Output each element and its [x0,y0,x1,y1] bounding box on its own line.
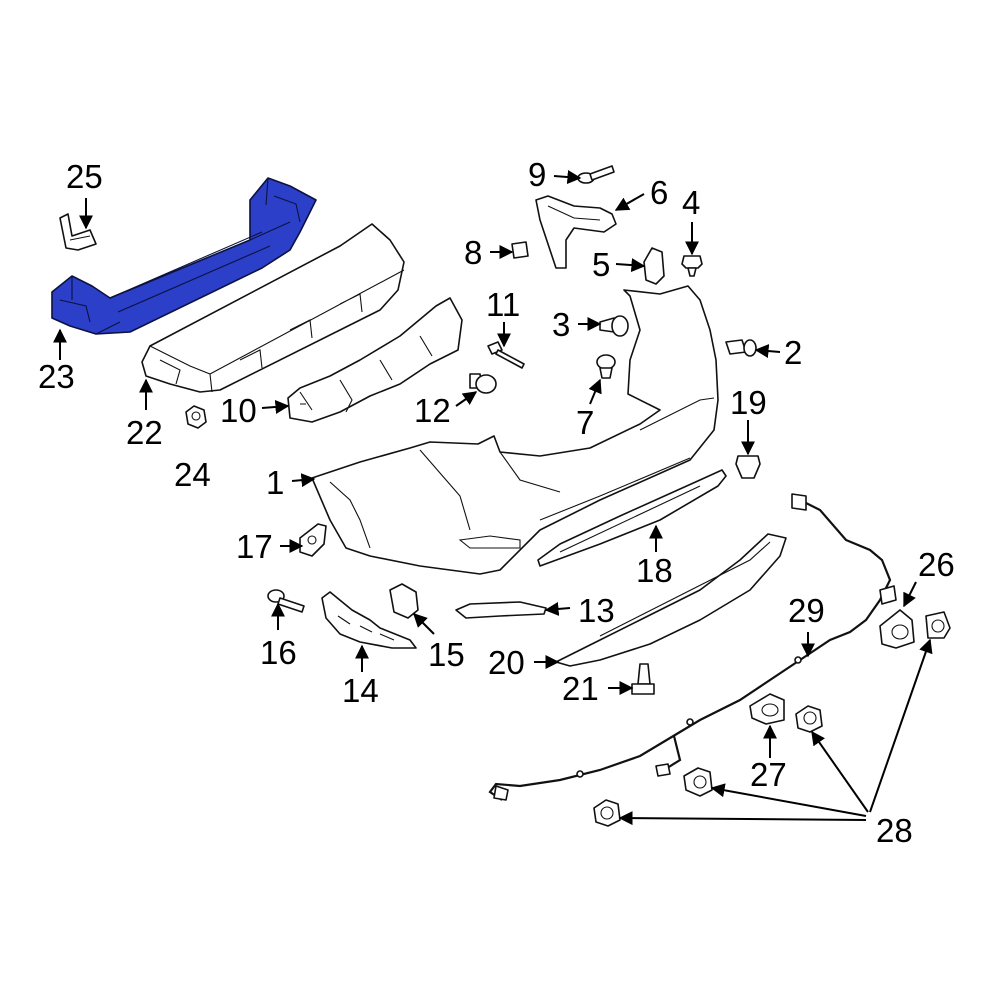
side-bracket-17[interactable] [299,523,327,557]
bumper-side-bracket[interactable] [287,297,463,423]
bolt[interactable] [267,589,305,613]
callout-8: 8 [464,234,482,271]
callout-7: 7 [576,404,594,441]
reflector[interactable] [455,601,547,619]
trim-clip[interactable] [389,583,419,619]
callout-11: 11 [486,286,520,323]
parking-sensor-mid[interactable] [795,705,823,733]
callout-26: 26 [918,546,955,583]
callout-29: 29 [788,592,825,629]
parking-sensor-lower-mid[interactable] [683,767,713,797]
screw-3[interactable] [599,315,629,337]
bolt-21[interactable] [631,663,655,695]
clip-19[interactable] [735,455,761,479]
callout-24: 24 [174,456,211,493]
screw-7[interactable] [596,354,616,379]
callout-16: 16 [260,634,297,671]
pin-2[interactable] [725,339,757,357]
bolt-9[interactable] [577,165,615,184]
upper-bracket-6[interactable] [535,195,617,269]
callout-5: 5 [592,246,610,283]
callout-21: 21 [562,670,599,707]
callout-labels: 1 2 3 4 5 6 7 8 9 10 11 12 13 14 15 16 1… [38,156,955,849]
energy-absorber[interactable] [141,223,405,393]
clip-8[interactable] [511,241,529,259]
callout-23: 23 [38,358,75,395]
beam-bracket[interactable] [59,213,97,251]
sensor-bracket-27[interactable] [749,693,785,725]
callout-9: 9 [528,156,546,193]
bumper-cover[interactable] [311,285,719,575]
sensor-bracket-26[interactable] [879,609,915,649]
callout-15: 15 [428,636,465,673]
leader-lines [53,170,933,826]
nut[interactable] [185,405,207,429]
callout-12: 12 [414,392,451,429]
callout-6: 6 [650,174,668,211]
bracket-5[interactable] [643,247,665,285]
callout-27: 27 [750,756,787,793]
parking-sensor-lower-left[interactable] [593,799,621,827]
callout-18: 18 [636,552,673,589]
callout-25: 25 [66,158,103,195]
callout-3: 3 [552,306,570,343]
callout-1: 1 [266,464,284,501]
callout-13: 13 [578,592,615,629]
lower-reflector-strip[interactable] [537,469,727,567]
clip-12[interactable] [469,373,497,394]
callout-14: 14 [342,672,379,709]
pin-11[interactable] [487,341,525,369]
reinforcement-beam-highlighted[interactable] [51,177,317,335]
callout-20: 20 [488,644,525,681]
callout-28: 28 [876,812,913,849]
callout-10: 10 [220,392,257,429]
callout-17: 17 [236,528,273,565]
callout-4: 4 [682,184,700,221]
callout-22: 22 [126,414,163,451]
callout-19: 19 [730,384,767,421]
lower-diffuser[interactable] [555,533,787,667]
parking-sensor-upper-right[interactable] [925,611,951,639]
push-clip-4[interactable] [681,255,703,277]
parking-sensor-wiring-harness[interactable] [488,493,897,801]
lower-trim-panel[interactable] [321,591,417,649]
callout-2: 2 [784,334,802,371]
